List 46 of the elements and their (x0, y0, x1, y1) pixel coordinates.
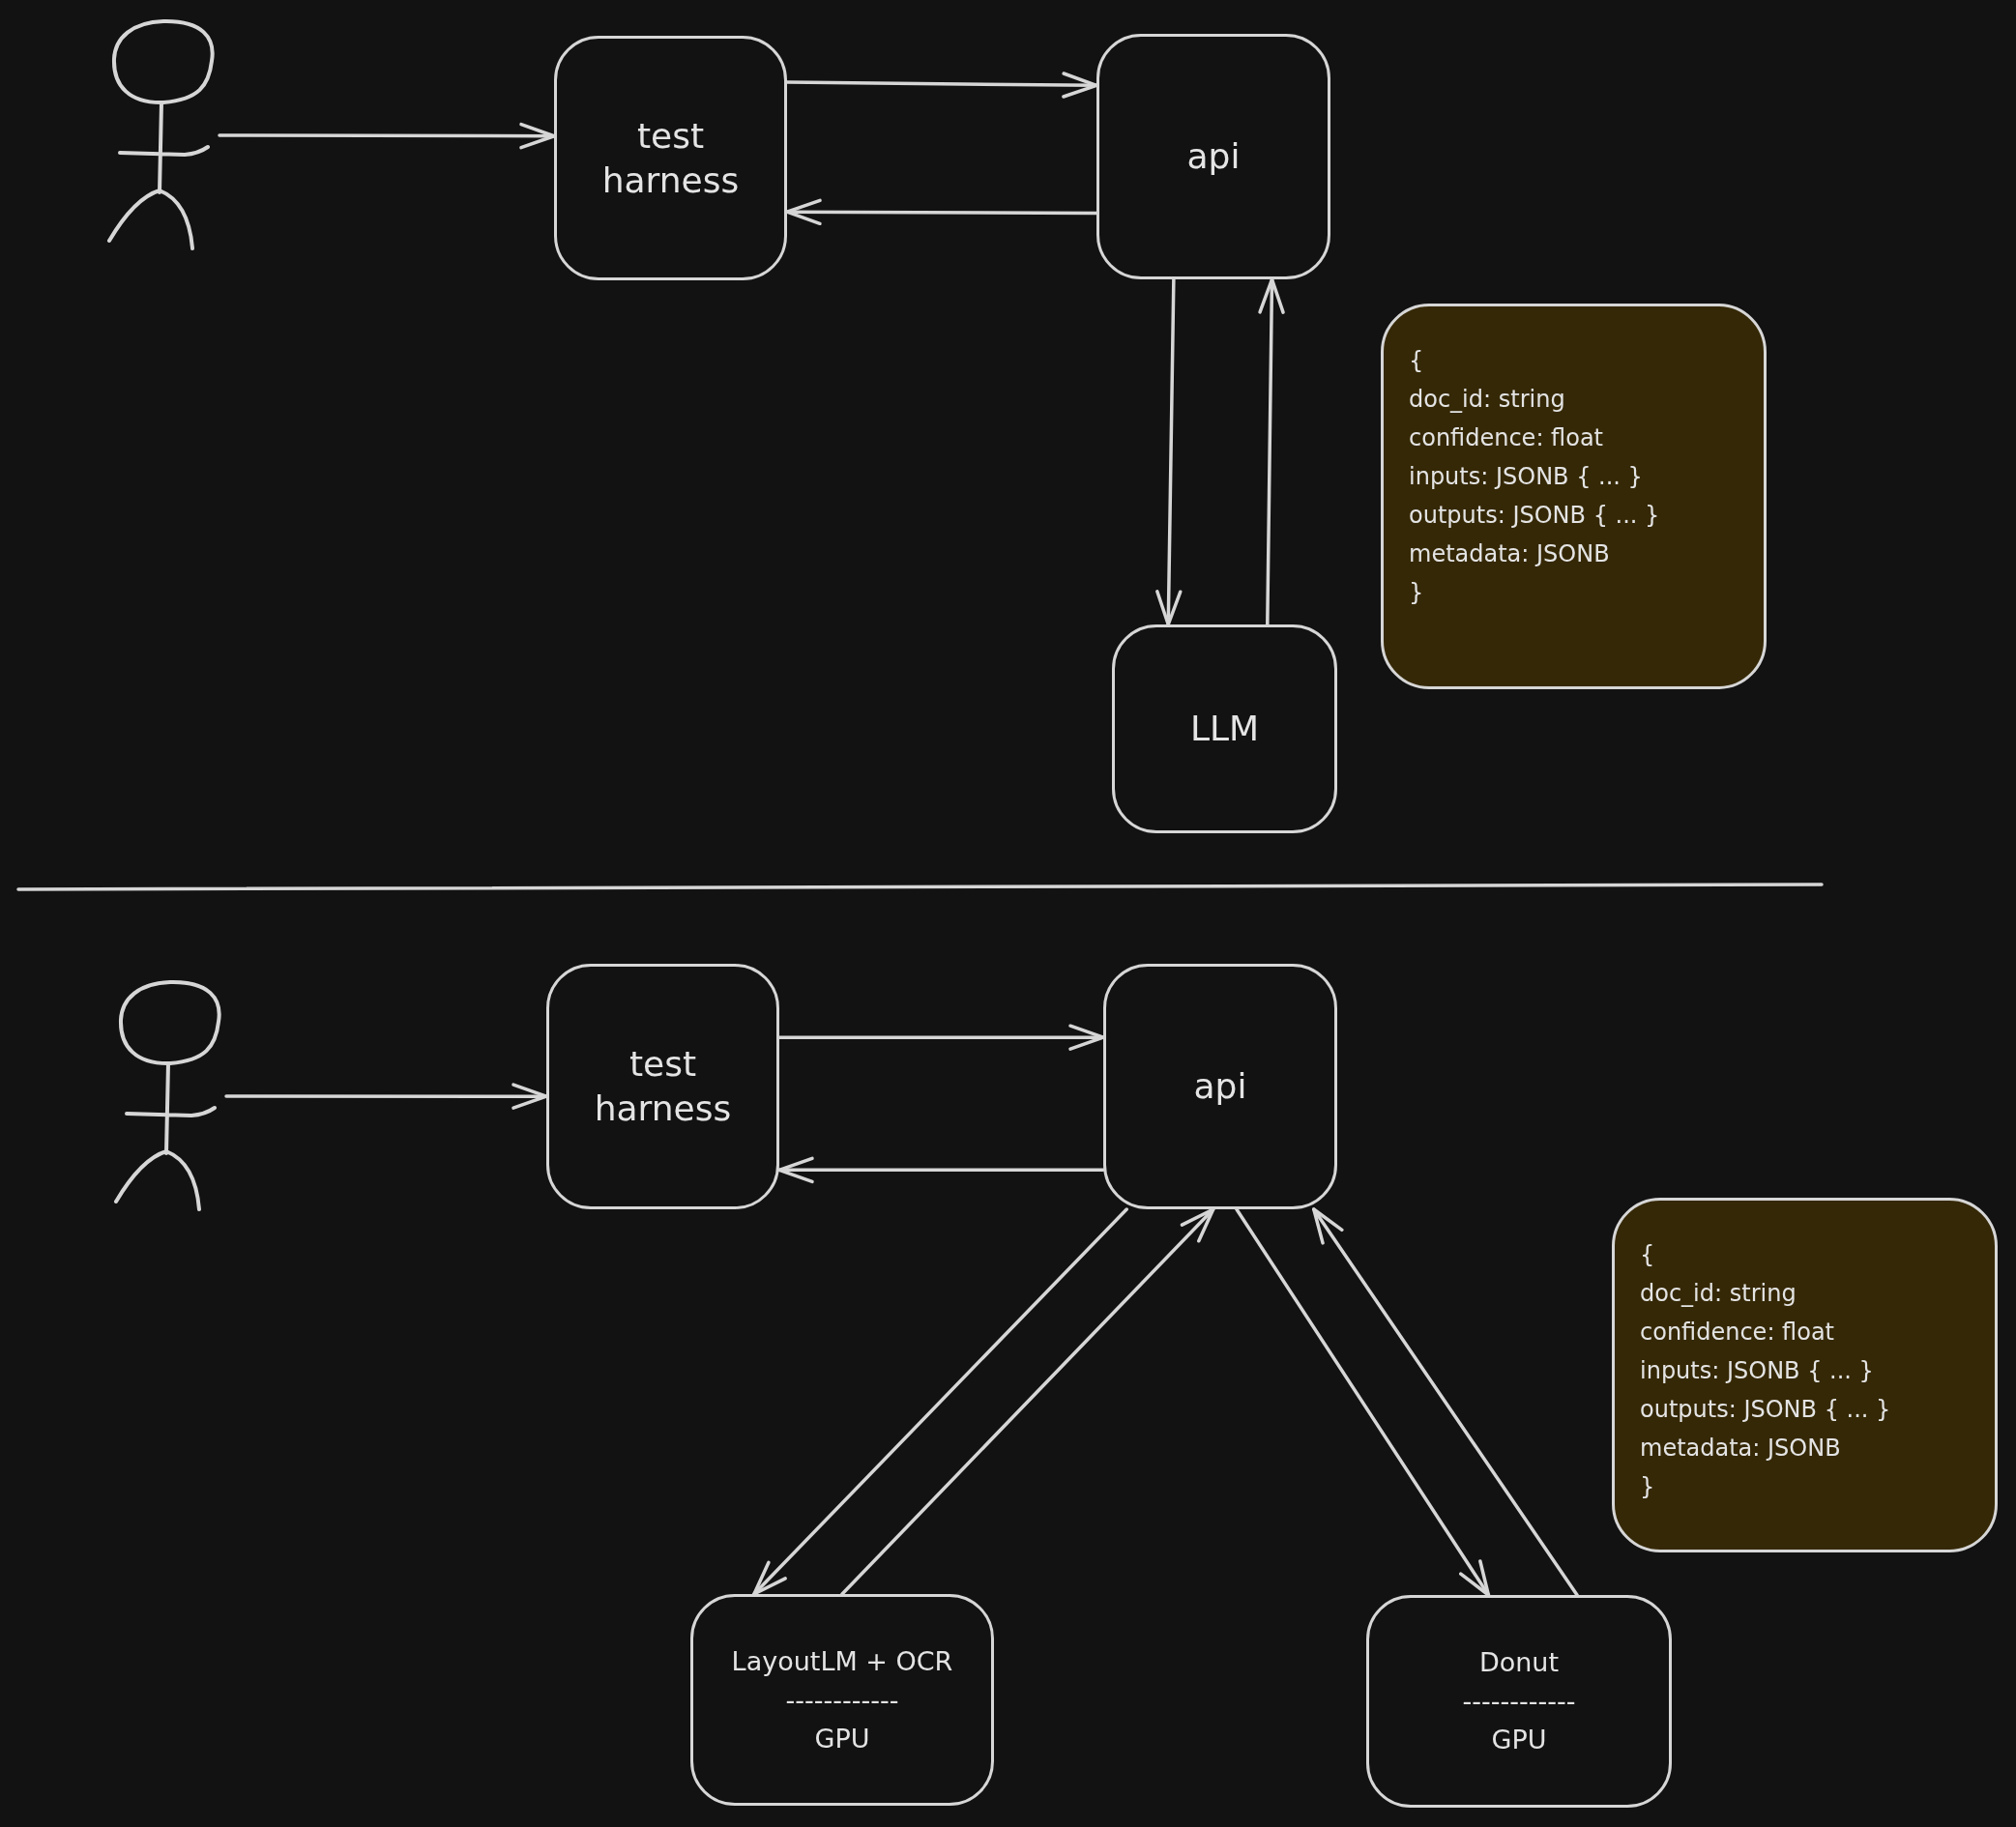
arrow (1312, 1207, 1579, 1597)
arrow (752, 1207, 1128, 1596)
process-box (1096, 34, 1330, 279)
code-line: confidence: float (1640, 1318, 1834, 1348)
divider-text: ------------ (1462, 1685, 1576, 1718)
code-line: doc_id: string (1640, 1279, 1797, 1309)
node-label: test harness (593, 1043, 733, 1130)
code-line: outputs: JSONB { ... } (1409, 501, 1660, 531)
node-label: api (1193, 1065, 1247, 1108)
arrow (777, 1024, 1105, 1051)
arrow (840, 1207, 1215, 1596)
code-line: } (1409, 578, 1424, 608)
node-label: test harness (600, 114, 741, 202)
code-line: metadata: JSONB (1640, 1434, 1841, 1464)
code-line: confidence: float (1409, 423, 1603, 453)
process-box (1103, 964, 1337, 1209)
arrow (1155, 277, 1183, 626)
schema-note (1381, 304, 1767, 689)
process-box (554, 36, 787, 280)
arrow (777, 1156, 1105, 1184)
schema-note (1612, 1198, 1998, 1552)
node-label: LLM (1189, 708, 1260, 750)
arrow (224, 1083, 548, 1110)
node-label: LayoutLM + OCR (731, 1644, 953, 1678)
arrow (218, 122, 556, 150)
code-line: outputs: JSONB { ... } (1640, 1395, 1891, 1425)
code-line: } (1640, 1472, 1655, 1502)
node-label: api (1186, 135, 1241, 178)
code-line: inputs: JSONB { ... } (1409, 462, 1643, 492)
code-line: { (1409, 346, 1424, 376)
process-box (546, 964, 779, 1209)
node-label: GPU (1491, 1724, 1547, 1756)
process-box (1112, 624, 1337, 833)
process-box (690, 1594, 994, 1806)
code-line: metadata: JSONB (1409, 539, 1610, 569)
process-box (1366, 1595, 1672, 1808)
node-label: Donut (1478, 1646, 1560, 1679)
code-line: doc_id: string (1409, 385, 1565, 415)
code-line: inputs: JSONB { ... } (1640, 1356, 1874, 1386)
code-line: { (1640, 1240, 1655, 1270)
arrow (1235, 1207, 1491, 1597)
arrow (1258, 277, 1285, 626)
node-label: GPU (814, 1722, 870, 1755)
arrow (785, 72, 1098, 99)
divider-text: ------------ (785, 1683, 899, 1717)
arrow (785, 198, 1098, 226)
